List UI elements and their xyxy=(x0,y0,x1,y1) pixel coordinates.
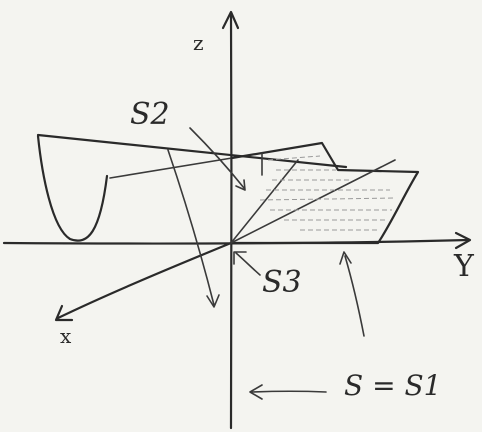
s-equals-s1-label-text: S = S1 xyxy=(344,369,442,402)
s3-arrow xyxy=(235,252,261,276)
surface-pointer-arrowhead xyxy=(339,251,352,265)
surface-shading xyxy=(259,155,397,231)
s-equals-s1-arrowhead xyxy=(249,384,263,400)
s3-label-text: S3 xyxy=(262,265,302,300)
y-axis-arrowhead xyxy=(454,231,472,250)
surface-pointer-arrow xyxy=(344,255,365,337)
s2-label-text: S2 xyxy=(130,97,170,132)
s2-label: S2 xyxy=(130,100,170,130)
x-axis-arrowhead xyxy=(54,304,74,322)
s2-arrow xyxy=(189,127,245,189)
surface-s1-outline xyxy=(230,141,420,245)
y-axis-label: Y xyxy=(454,249,474,284)
surface-diagonal-1 xyxy=(230,159,299,244)
x-axis-label: x xyxy=(60,324,72,348)
long-pointer-arrowhead xyxy=(206,294,220,308)
parabola-curve xyxy=(36,134,109,242)
long-pointer-arrow xyxy=(167,149,215,306)
x-axis xyxy=(56,241,233,320)
z-axis-label: z xyxy=(193,31,204,55)
s2-arrowhead xyxy=(235,179,246,191)
s-equals-s1-arrow xyxy=(251,390,327,393)
top-boundary-line xyxy=(36,133,348,169)
lower-boundary-line xyxy=(109,157,233,179)
s3-label: S3 xyxy=(262,268,302,298)
s3-arrowhead xyxy=(233,251,247,265)
s-equals-s1-label: S = S1 xyxy=(344,372,441,400)
surface-diagonal-2 xyxy=(230,159,396,244)
z-axis-arrowhead xyxy=(221,10,240,30)
